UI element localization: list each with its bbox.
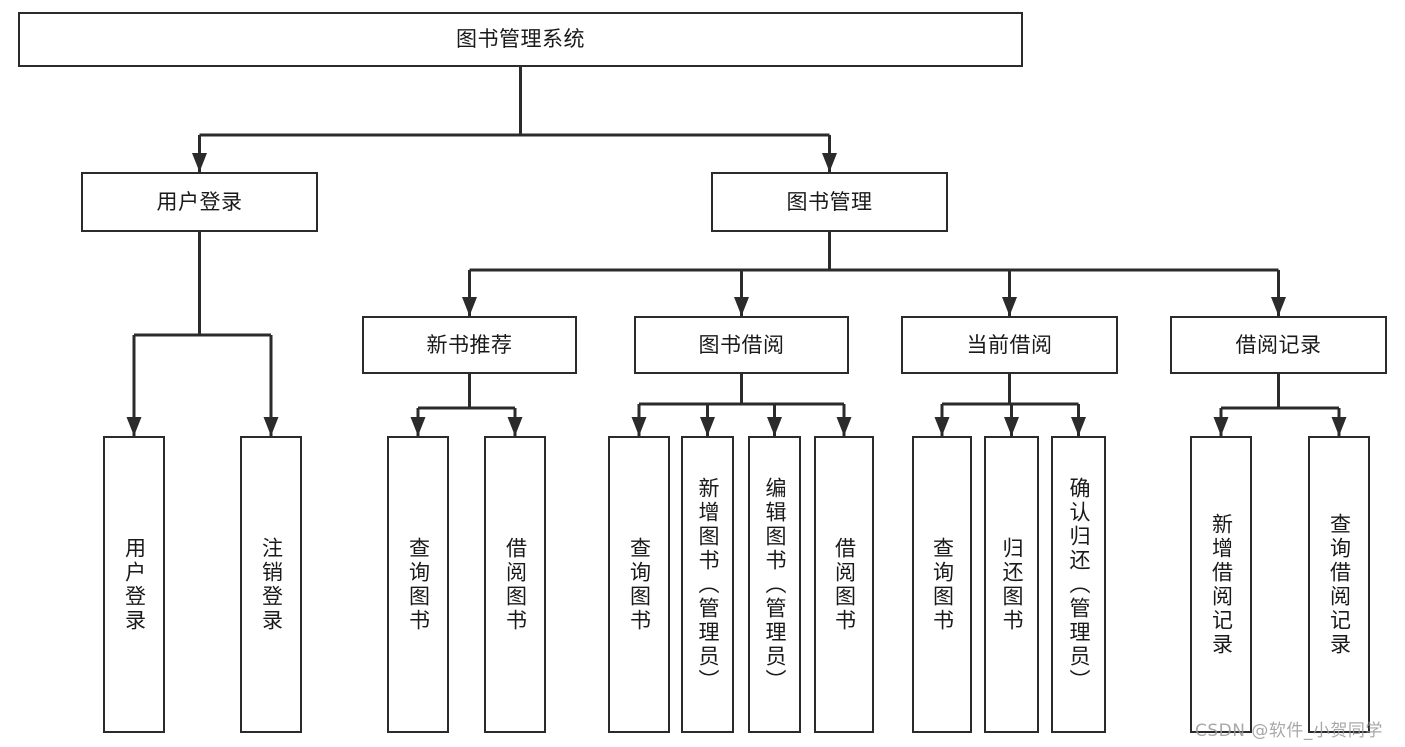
arrowhead-bus-user-login-1 [263, 417, 279, 436]
node-book-borrow[interactable]: 图书借阅 [634, 316, 849, 374]
node-root[interactable]: 图书管理系统 [18, 12, 1023, 67]
arrowhead-bus-new-book-rec-1 [507, 417, 523, 436]
node-leaf-10[interactable]: 归还图书 [984, 436, 1039, 733]
node-label-leaf-5: 查询图书 [627, 536, 652, 633]
node-leaf-4[interactable]: 借阅图书 [484, 436, 546, 733]
node-leaf-13[interactable]: 查询借阅记录 [1308, 436, 1370, 733]
node-leaf-2[interactable]: 注销登录 [240, 436, 302, 733]
node-label-book-manage: 图书管理 [786, 189, 873, 214]
arrowhead-bus-book-borrow-1 [700, 417, 715, 436]
node-new-book-rec[interactable]: 新书推荐 [362, 316, 577, 374]
node-label-leaf-10: 归还图书 [1000, 536, 1024, 633]
node-label-leaf-1: 用户登录 [122, 536, 147, 633]
node-label-current-borrow: 当前借阅 [966, 332, 1053, 357]
node-leaf-3[interactable]: 查询图书 [387, 436, 449, 733]
node-label-leaf-9: 查询图书 [930, 536, 955, 633]
arrowhead-bus-book-borrow-2 [767, 417, 782, 436]
node-leaf-1[interactable]: 用户登录 [103, 436, 165, 733]
node-label-leaf-3: 查询图书 [406, 536, 431, 633]
node-leaf-11[interactable]: 确认归还（管理员） [1051, 436, 1106, 733]
node-label-leaf-7: 编辑图书（管理员） [763, 476, 787, 693]
node-leaf-12[interactable]: 新增借阅记录 [1190, 436, 1252, 733]
arrowhead-bus-root-1 [822, 153, 837, 172]
node-label-book-borrow: 图书借阅 [698, 332, 785, 357]
arrowhead-bus-current-borrow-0 [934, 417, 950, 436]
node-label-leaf-6: 新增图书（管理员） [696, 476, 720, 693]
node-label-new-book-rec: 新书推荐 [426, 332, 513, 357]
node-label-leaf-4: 借阅图书 [503, 536, 528, 633]
node-label-user-login: 用户登录 [156, 189, 243, 214]
arrowhead-bus-book-manage-2 [1002, 297, 1017, 316]
arrowhead-bus-book-manage-1 [734, 297, 749, 316]
arrowhead-bus-book-borrow-3 [836, 417, 852, 436]
arrowhead-bus-root-0 [192, 153, 207, 172]
node-user-login[interactable]: 用户登录 [81, 172, 318, 232]
arrowhead-bus-book-borrow-0 [631, 417, 647, 436]
arrowhead-bus-user-login-0 [126, 417, 142, 436]
node-current-borrow[interactable]: 当前借阅 [901, 316, 1118, 374]
arrowhead-bus-borrow-record-1 [1331, 417, 1347, 436]
node-label-leaf-13: 查询借阅记录 [1327, 512, 1352, 657]
node-book-manage[interactable]: 图书管理 [711, 172, 948, 232]
arrowhead-bus-book-manage-0 [462, 297, 477, 316]
node-label-leaf-2: 注销登录 [259, 536, 284, 633]
node-leaf-5[interactable]: 查询图书 [608, 436, 670, 733]
node-borrow-record[interactable]: 借阅记录 [1170, 316, 1387, 374]
node-label-borrow-record: 借阅记录 [1235, 332, 1322, 357]
arrowhead-bus-current-borrow-2 [1071, 417, 1086, 436]
arrowhead-bus-book-manage-3 [1271, 297, 1286, 316]
node-label-leaf-12: 新增借阅记录 [1209, 512, 1234, 657]
node-label-leaf-8: 借阅图书 [832, 536, 857, 633]
arrowhead-bus-borrow-record-0 [1213, 417, 1229, 436]
node-leaf-7[interactable]: 编辑图书（管理员） [748, 436, 801, 733]
arrowhead-bus-current-borrow-1 [1004, 417, 1019, 436]
arrowhead-bus-new-book-rec-0 [410, 417, 426, 436]
node-leaf-8[interactable]: 借阅图书 [814, 436, 874, 733]
node-leaf-9[interactable]: 查询图书 [912, 436, 972, 733]
node-leaf-6[interactable]: 新增图书（管理员） [681, 436, 734, 733]
node-label-leaf-11: 确认归还（管理员） [1067, 476, 1091, 693]
node-label-root: 图书管理系统 [456, 27, 585, 52]
